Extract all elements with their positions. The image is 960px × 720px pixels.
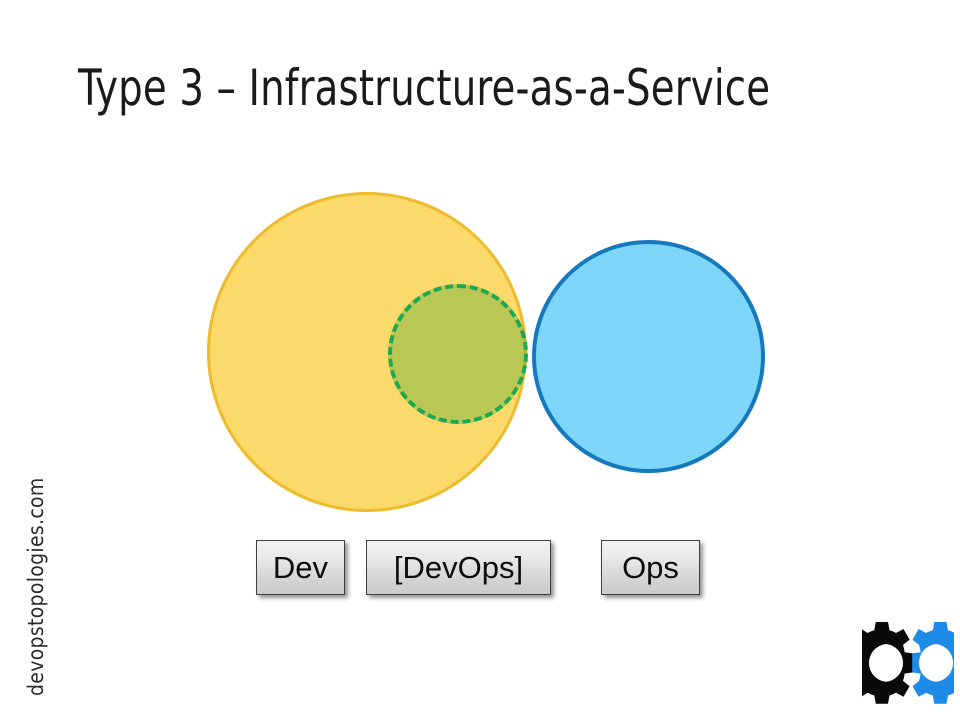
gear-left-icon	[862, 622, 913, 704]
ops-circle	[532, 240, 765, 473]
devops-overlap-circle	[388, 284, 528, 424]
page-title: Type 3 – Infrastructure-as-a-Service	[78, 59, 771, 117]
gear-right-icon	[912, 622, 954, 704]
dev-label-text: Dev	[272, 550, 329, 585]
dev-label-box: Dev	[256, 540, 345, 595]
devops-label-text: [DevOps]	[393, 550, 524, 585]
devops-label-box: [DevOps]	[366, 540, 551, 595]
two-gears-logo	[862, 622, 954, 704]
site-credit-vertical-text: devopstopologies.com	[24, 477, 48, 696]
ops-label-box: Ops	[601, 540, 700, 595]
ops-label-text: Ops	[622, 550, 679, 585]
